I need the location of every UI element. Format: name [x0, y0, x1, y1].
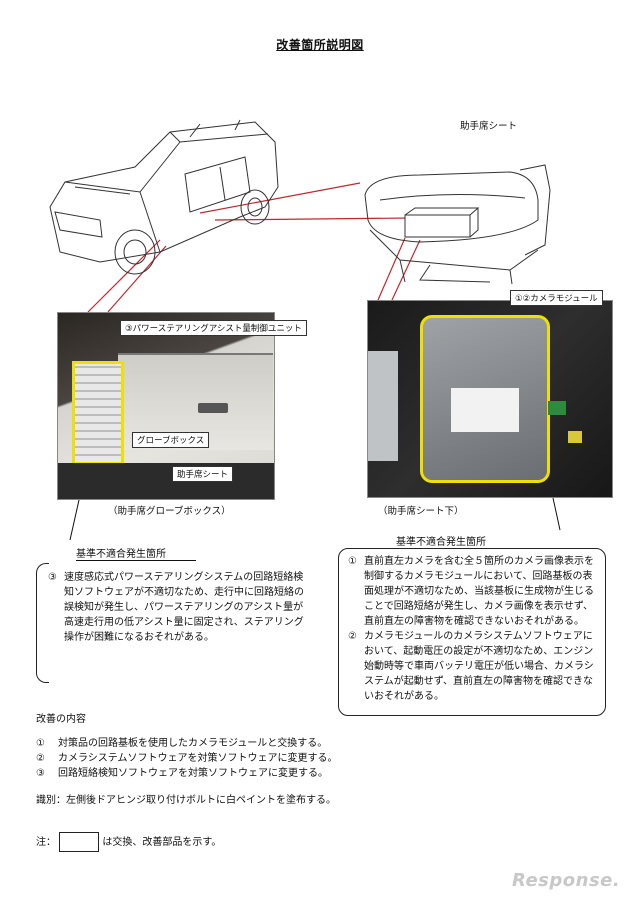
list-item: ② カメラシステムソフトウェアを対策ソフトウェアに変更する。 — [36, 751, 556, 766]
car-illustration — [49, 119, 279, 275]
page-title: 改善箇所説明図 — [276, 38, 364, 52]
glovebox-photo — [57, 312, 275, 500]
note-legend-box — [59, 832, 100, 852]
pas-unit-label: ③パワーステアリングアシスト量制御ユニット — [120, 320, 307, 336]
watermark-logo: Response. — [512, 870, 620, 891]
note-prefix: 注： — [36, 837, 56, 848]
caption-right: （助手席シート下） — [378, 506, 464, 517]
defect-left-item: ③ 速度感応式パワーステアリングシステムの回路短絡検知ソフトウェアが不適切なため… — [48, 570, 310, 645]
item-number: ① — [36, 738, 45, 749]
defect-right-item: ① 直前直左カメラを含む全５箇所のカメラ画像表示を制御するカメラモジュールにおい… — [348, 554, 600, 629]
item-number: ② — [348, 631, 357, 642]
item-text: 速度感応式パワーステアリングシステムの回路短絡検知ソフトウェアが不適切なため、走… — [64, 572, 304, 643]
identification-text: 識別：左側後ドアヒンジ取り付けボルトに白ペイントを塗布する。 — [36, 795, 336, 806]
control-unit-highlight — [72, 361, 124, 465]
list-item: ③ 回路短絡検知ソフトウェアを対策ソフトウェアに変更する。 — [36, 766, 556, 781]
floor-area — [58, 463, 274, 499]
defect-heading-right: 基準不適合発生箇所 — [396, 537, 486, 548]
list-item: ① 対策品の回路基板を使用したカメラモジュールと交換する。 — [36, 736, 556, 751]
seat-inner-label: 助手席シート — [172, 466, 234, 482]
caption-left: （助手席グローブボックス） — [108, 506, 231, 517]
item-text: カメラシステムソフトウェアを対策ソフトウェアに変更する。 — [58, 753, 338, 764]
watermark-text: Response. — [512, 870, 621, 891]
item-number: ③ — [48, 572, 57, 583]
note-line: 注： は交換、改善部品を示す。 — [36, 832, 221, 852]
note-suffix: は交換、改善部品を示す。 — [102, 837, 222, 848]
item-text: 直前直左カメラを含む全５箇所のカメラ画像表示を制御するカメラモジュールにおいて、… — [364, 556, 594, 627]
right-bracket — [338, 548, 606, 716]
glovebox-handle — [198, 403, 228, 413]
module-sticker — [451, 388, 519, 432]
connector-yellow — [568, 431, 582, 443]
item-number: ② — [36, 753, 45, 764]
improvement-list: ① 対策品の回路基板を使用したカメラモジュールと交換する。 ② カメラシステムソ… — [36, 736, 556, 781]
item-text: 対策品の回路基板を使用したカメラモジュールと交換する。 — [58, 738, 328, 749]
camera-module-label: ①②カメラモジュール — [510, 290, 603, 306]
improvement-heading: 改善の内容 — [36, 714, 86, 725]
connector-green — [548, 401, 566, 415]
wiring-panel — [368, 351, 398, 461]
seat-illustration — [364, 164, 551, 285]
under-seat-photo — [367, 300, 613, 498]
defect-right-list: ① 直前直左カメラを含む全５箇所のカメラ画像表示を制御するカメラモジュールにおい… — [348, 554, 600, 704]
camera-module-highlight — [420, 315, 550, 483]
defect-right-item: ② カメラモジュールのカメラシステムソフトウェアにおいて、起動電圧の設定が不適切… — [348, 629, 600, 704]
defect-heading-left: 基準不適合発生箇所 — [76, 545, 196, 561]
left-bracket — [36, 563, 49, 683]
passenger-seat-label: 助手席シート — [460, 121, 518, 132]
item-text: 回路短絡検知ソフトウェアを対策ソフトウェアに変更する。 — [58, 768, 328, 779]
item-number: ① — [348, 556, 357, 567]
glove-box-label: グローブボックス — [132, 432, 210, 448]
item-text: カメラモジュールのカメラシステムソフトウェアにおいて、起動電圧の設定が不適切なた… — [364, 631, 594, 702]
item-number: ③ — [36, 768, 45, 779]
